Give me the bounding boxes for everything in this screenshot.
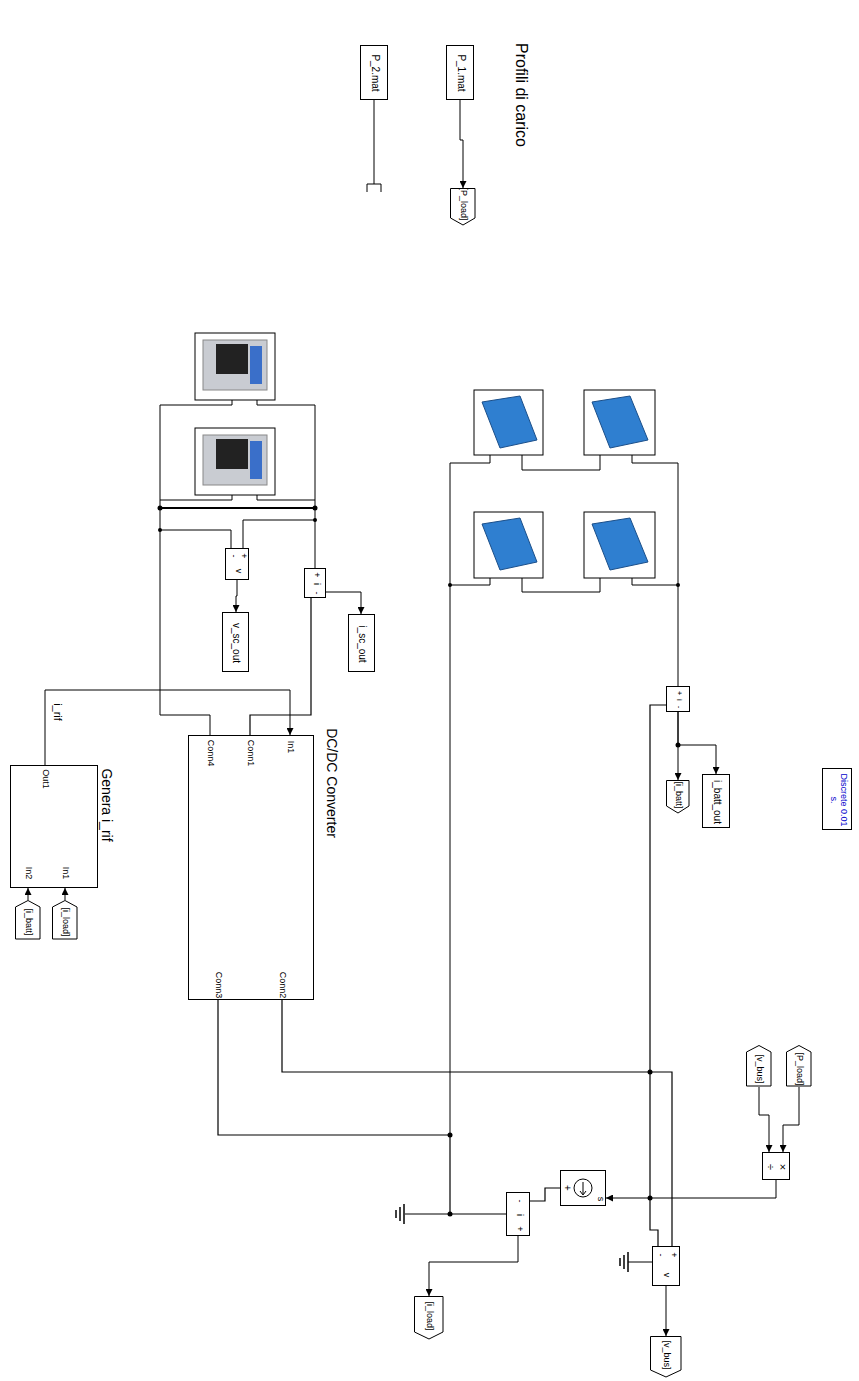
block-label: + (311, 572, 321, 577)
block-label: [v_bus] (754, 1054, 764, 1083)
block-label: v_sc_out (231, 623, 242, 663)
block-outline (10, 765, 98, 888)
controlled-current-source: +s (560, 1170, 606, 1206)
port-label: i (514, 1214, 524, 1216)
block-label: - (228, 555, 238, 558)
port-label: s (595, 1197, 605, 1202)
port-label: v (661, 1273, 671, 1278)
voltage-measurement: -+ v (652, 1246, 680, 1286)
electrical-wire (282, 1000, 672, 1246)
goto-tag: [i_batt] (666, 780, 690, 814)
block-label: [i_batt] (673, 781, 683, 808)
block-label: i_sc_out (357, 625, 368, 662)
port-label: + (238, 553, 248, 558)
signal-line (65, 888, 66, 900)
from-file-block: P_1.mat (446, 45, 474, 100)
port-label: + (514, 1226, 524, 1231)
block-label: ÷ (765, 1164, 777, 1170)
port-label: × (777, 1164, 789, 1170)
supercapacitor-icons (195, 333, 275, 495)
block-label: - (655, 1254, 665, 1257)
electrical-wire (650, 705, 666, 1246)
block-label: i_batt_out (712, 780, 723, 824)
electrical-wire (250, 598, 311, 735)
current-measurement: + i - (304, 568, 326, 598)
reference-subsystem: Genera i_rif Out1In2 In1 (10, 765, 115, 888)
block-label: [i_load] (424, 1301, 434, 1330)
converter-subsystem: DC/DC ConverterIn1Conn1Conn4Conn2Conn3 (188, 735, 345, 1000)
electrical-wires (160, 400, 678, 1262)
port-label: Conn3 (213, 972, 223, 999)
goto-tag: [P_load] (450, 188, 476, 226)
port-label: - (675, 706, 684, 709)
from-tag: [v_bus] (746, 1045, 772, 1087)
powergui-block: Discrete 0.01 s. (822, 768, 852, 830)
diagram-title: Profili di carico (512, 43, 530, 147)
port-label: + (668, 1252, 678, 1257)
from-file-block: P_2.mat (360, 45, 388, 100)
port-label: Out1 (40, 769, 50, 789)
block-label: P_1.mat (456, 54, 467, 91)
port-label: v (233, 569, 243, 574)
port-label: In2 (23, 867, 33, 880)
from-tag: [i_load] (52, 900, 78, 940)
signal-line (28, 888, 29, 900)
block-label: - (514, 1200, 524, 1203)
terminator (367, 100, 381, 192)
junction-dots (158, 506, 681, 1217)
voltage-measurement: -+ v (225, 548, 249, 580)
block-outline (188, 735, 314, 1000)
block-label: [P_load] (794, 1052, 804, 1085)
port-label: i (675, 699, 684, 701)
signal-line (783, 1087, 799, 1152)
block-label: Discrete 0.01 s. (828, 773, 848, 827)
block-label: [i_load] (60, 907, 70, 936)
goto-tag: [v_bus] (650, 1336, 682, 1378)
port-label: Conn2 (277, 972, 287, 999)
block-label: P_2.mat (370, 54, 381, 91)
signal-line (326, 592, 361, 614)
port-label: - (311, 592, 321, 595)
block-label: [i_batt] (23, 908, 33, 935)
from-tag: [P_load] (786, 1045, 812, 1087)
current-measurement: - i + (506, 1192, 530, 1236)
signal-line (460, 100, 463, 188)
block-label: + (675, 691, 684, 696)
signal-line (759, 1087, 769, 1152)
port-label: i (311, 583, 321, 585)
electrical-wire (530, 1188, 560, 1201)
signal-line (666, 1286, 667, 1336)
signal-line (678, 712, 716, 774)
electrical-wire (218, 1000, 506, 1214)
battery-icons (474, 390, 655, 578)
block-label: Genera i_rif (98, 768, 113, 841)
divide-block: ÷× (762, 1152, 790, 1180)
scope-block: i_batt_out (702, 774, 730, 828)
port-label: In1 (60, 867, 70, 880)
block-label: [P_load] (458, 187, 468, 220)
port-label: Conn1 (245, 740, 255, 767)
signal-line (236, 580, 237, 612)
signal-line (606, 1180, 776, 1198)
port-label: Conn4 (205, 740, 215, 767)
signal-label: i_rif (52, 703, 64, 721)
block-label: + (562, 1185, 573, 1191)
signal-line (429, 1236, 518, 1296)
from-tag: [i_batt] (15, 900, 41, 940)
scope-block: v_sc_out (222, 612, 249, 672)
goto-tag: [i_load] (414, 1296, 444, 1340)
scope-block: i_sc_out (348, 614, 375, 672)
current-measurement: + i - (666, 686, 690, 712)
block-label: [v_bus] (661, 1340, 671, 1369)
port-label: In1 (285, 741, 295, 754)
block-label: DC/DC Converter (323, 728, 338, 838)
